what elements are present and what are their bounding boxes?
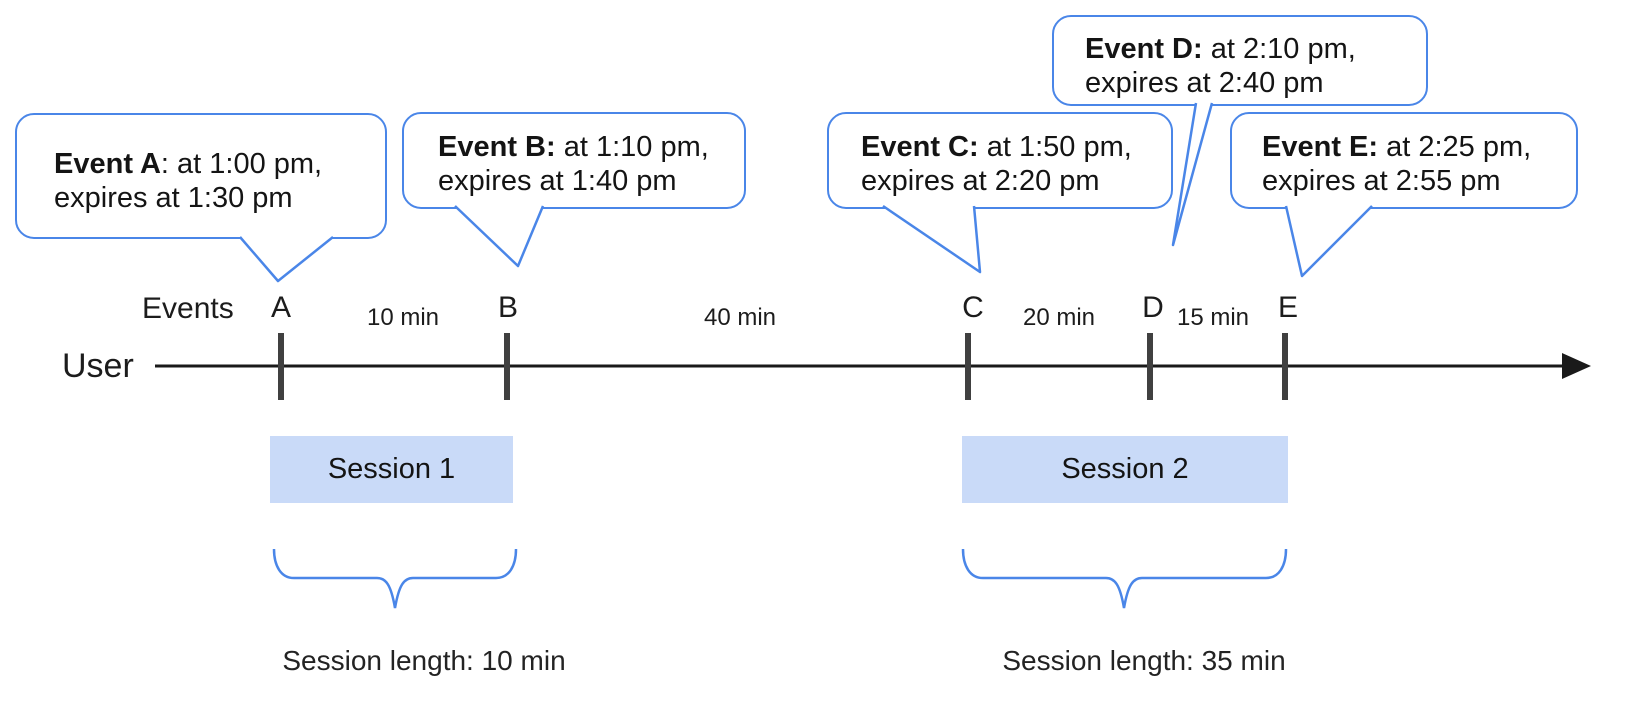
- event-a-time: Event A: at 1:00 pm,: [54, 148, 323, 180]
- event-d-callout: Event D: at 2:10 pm, expires at 2:40 pm: [1052, 15, 1428, 106]
- event-mark-c: C: [962, 291, 984, 324]
- event-b-callout: Event B: at 1:10 pm, expires at 1:40 pm: [402, 112, 746, 209]
- interval-a-b: 10 min: [366, 304, 440, 331]
- session-2-box: Session 2: [962, 436, 1288, 503]
- session-2-label: Session 2: [1061, 453, 1189, 485]
- event-d-expiry: expires at 2:40 pm: [1085, 67, 1324, 99]
- event-a-tail: [239, 236, 334, 283]
- event-e-tail: [1284, 205, 1373, 278]
- event-e-time: Event E: at 2:25 pm,: [1262, 131, 1532, 163]
- event-c-expiry: expires at 2:20 pm: [861, 165, 1100, 197]
- event-e-callout: Event E: at 2:25 pm, expires at 2:55 pm: [1230, 112, 1578, 209]
- event-c-callout: Event C: at 1:50 pm, expires at 2:20 pm: [827, 112, 1173, 209]
- session-1-box: Session 1: [270, 436, 513, 503]
- events-row-label: Events: [142, 292, 234, 325]
- event-mark-b: B: [497, 291, 518, 324]
- event-d-tail: [1171, 102, 1214, 247]
- event-a-callout: Event A: at 1:00 pm, expires at 1:30 pm: [15, 113, 387, 239]
- interval-d-e: 15 min: [1176, 304, 1250, 331]
- session-2-length-caption: Session length: 35 min: [1002, 645, 1286, 676]
- event-d-time: Event D: at 2:10 pm,: [1085, 33, 1356, 65]
- session-1-label: Session 1: [327, 453, 456, 485]
- event-b-expiry: expires at 1:40 pm: [438, 165, 677, 197]
- event-b-tail: [454, 205, 545, 268]
- session-1-brace: [272, 548, 518, 609]
- interval-b-c: 40 min: [703, 304, 777, 331]
- event-c-tail: [882, 204, 982, 274]
- event-c-time: Event C: at 1:50 pm,: [861, 131, 1132, 163]
- timeline-arrowhead-icon: [1562, 353, 1591, 379]
- event-a-expiry: expires at 1:30 pm: [54, 182, 293, 214]
- event-mark-e: E: [1277, 291, 1298, 324]
- event-mark-a: A: [270, 291, 291, 324]
- interval-c-d: 20 min: [1022, 304, 1096, 331]
- event-e-expiry: expires at 2:55 pm: [1262, 165, 1501, 197]
- event-b-time: Event B: at 1:10 pm,: [438, 131, 709, 163]
- session-1-length-caption: Session length: 10 min: [282, 645, 566, 676]
- session-2-brace: [961, 548, 1288, 609]
- user-axis-label: User: [62, 347, 134, 385]
- event-mark-d: D: [1142, 291, 1164, 324]
